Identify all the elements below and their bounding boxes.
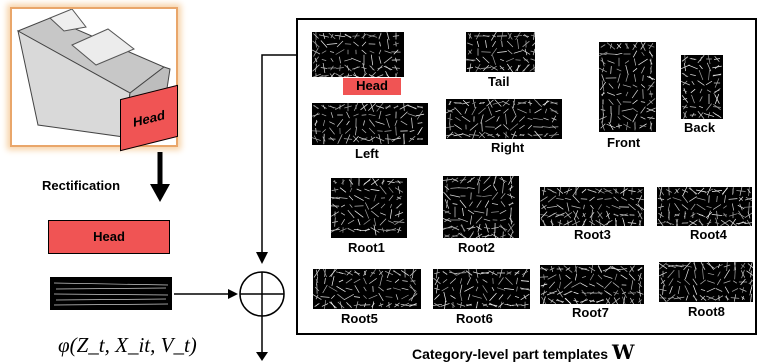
- sum-operator-icon: [238, 270, 286, 318]
- template-right-label: Right: [491, 140, 524, 155]
- template-root4: [657, 187, 752, 226]
- template-right: [446, 99, 562, 139]
- template-tail: [466, 32, 535, 72]
- template-root5: [313, 269, 421, 309]
- template-root5-label: Root5: [341, 311, 378, 326]
- template-root1: [331, 178, 407, 238]
- template-root3-label: Root3: [574, 227, 611, 242]
- template-root7-label: Root7: [572, 305, 609, 320]
- template-head-label-box: Head: [343, 78, 401, 95]
- template-tail-label: Tail: [488, 74, 509, 89]
- template-root8-label: Root8: [688, 304, 725, 319]
- template-back-label: Back: [684, 120, 715, 135]
- panel-caption: Category-level part templates W: [412, 340, 634, 364]
- template-root6: [433, 269, 530, 309]
- template-root1-label: Root1: [348, 240, 385, 255]
- template-root2: [443, 176, 519, 238]
- caption-symbol: W: [612, 340, 634, 364]
- template-root4-label: Root4: [690, 227, 727, 242]
- caption-text: Category-level part templates: [412, 346, 608, 362]
- template-front-label: Front: [607, 135, 640, 150]
- template-head: [312, 32, 404, 77]
- template-head-label: Head: [356, 78, 388, 93]
- template-root3: [540, 187, 644, 226]
- template-back: [681, 55, 723, 119]
- template-front: [599, 42, 656, 132]
- template-left-label: Left: [355, 146, 379, 161]
- template-root7: [540, 265, 644, 304]
- template-root2-label: Root2: [458, 240, 495, 255]
- template-left: [312, 103, 428, 145]
- template-root6-label: Root6: [456, 311, 493, 326]
- template-root8: [659, 262, 753, 302]
